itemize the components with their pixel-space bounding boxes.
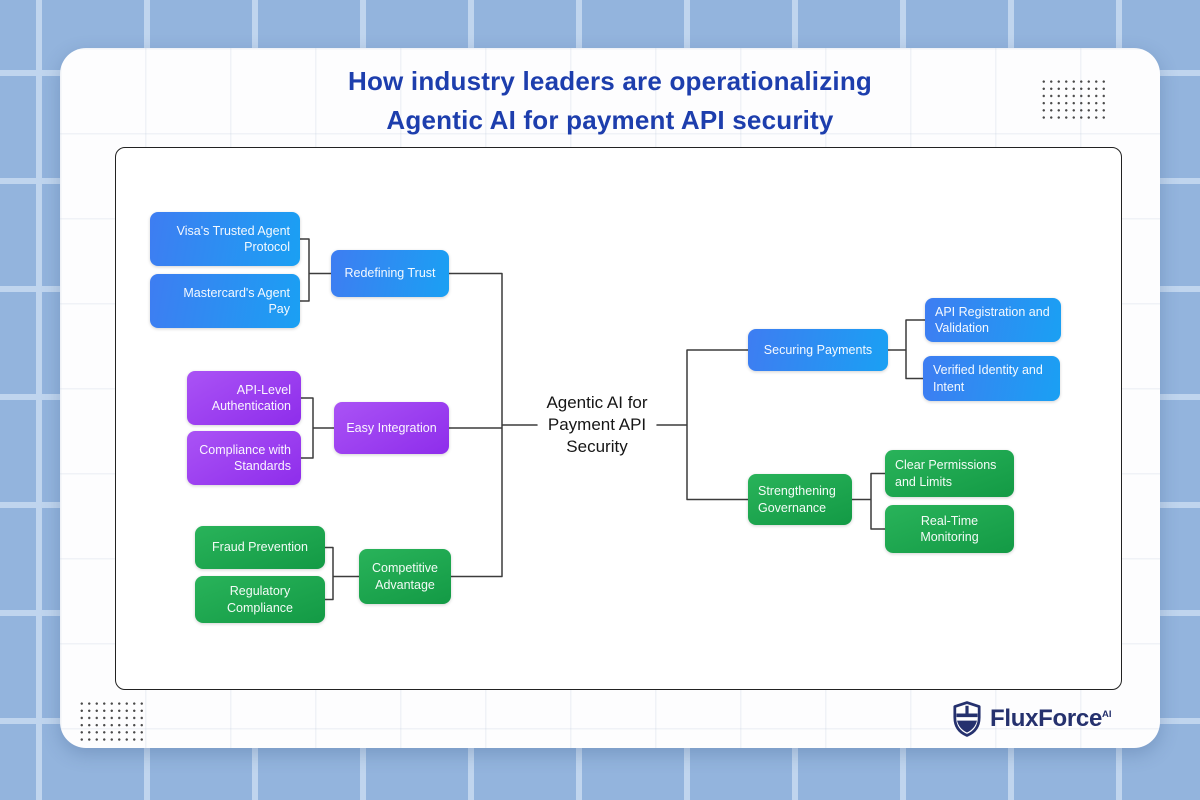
node-label: Easy Integration [346, 420, 437, 435]
node-redefining-trust: Redefining Trust [331, 250, 449, 297]
node-label: Clear Permissions and Limits [895, 458, 997, 489]
mindmap-frame: Agentic AI for Payment API Security Visa… [115, 147, 1122, 690]
node-regulatory-compliance: Regulatory Compliance [195, 576, 325, 623]
connector-blue-right-bracket [887, 319, 926, 380]
shield-icon [953, 701, 981, 737]
node-label: Visa's Trusted Agent Protocol [176, 223, 290, 254]
node-visa-trusted-agent-protocol: Visa's Trusted Agent Protocol [150, 212, 300, 266]
node-label: API-Level Authentication [211, 382, 291, 413]
node-easy-integration: Easy Integration [334, 402, 449, 454]
page-title-line1: How industry leaders are operationalizin… [348, 66, 872, 96]
node-label: Mastercard's Agent Pay [183, 285, 290, 316]
connector-green-left-bracket [324, 546, 360, 601]
page-title: How industry leaders are operationalizin… [60, 62, 1160, 140]
node-api-registration-validation: API Registration and Validation [925, 298, 1061, 342]
node-label: Strengthening Governance [758, 484, 836, 515]
node-label: Securing Payments [763, 342, 873, 357]
dot-grid-decoration-bottom-left [78, 700, 146, 742]
node-label: Competitive Advantage [372, 561, 438, 592]
node-label: Redefining Trust [344, 266, 436, 281]
connector-green-right-bracket [851, 472, 886, 530]
node-mastercard-agent-pay: Mastercard's Agent Pay [150, 274, 300, 328]
node-real-time-monitoring: Real-Time Monitoring [885, 505, 1014, 553]
node-label: API Registration and Validation [935, 304, 1050, 335]
node-securing-payments: Securing Payments [748, 329, 888, 371]
dot-grid-decoration-top-right [1040, 78, 1108, 120]
brand-logo: FluxForceAI [952, 696, 1112, 742]
node-label: Verified Identity and Intent [933, 363, 1043, 394]
node-label: Real-Time Monitoring [920, 513, 979, 544]
connector-right-spine [656, 349, 749, 501]
node-clear-permissions-limits: Clear Permissions and Limits [885, 450, 1014, 497]
center-node-agentic-ai: Agentic AI for Payment API Security [546, 392, 648, 457]
node-compliance-with-standards: Compliance with Standards [187, 431, 301, 485]
brand-suffix: AI [1102, 709, 1112, 720]
node-fraud-prevention: Fraud Prevention [195, 526, 325, 569]
node-api-level-authentication: API-Level Authentication [187, 371, 301, 425]
infographic-card: How industry leaders are operationalizin… [60, 48, 1160, 748]
connector-lines [299, 238, 926, 601]
node-label: Regulatory Compliance [226, 584, 293, 615]
connector-blue-left-bracket [299, 238, 332, 302]
connector-purple-left-bracket [300, 397, 335, 459]
node-label: Compliance with Standards [199, 442, 291, 473]
brand-name: FluxForceAI [990, 705, 1112, 732]
page-title-line2: Agentic AI for payment API security [386, 105, 834, 135]
node-competitive-advantage: Competitive Advantage [359, 549, 451, 604]
connector-left-spine [448, 272, 538, 578]
node-label: Fraud Prevention [212, 540, 308, 555]
node-verified-identity-intent: Verified Identity and Intent [923, 356, 1060, 401]
node-strengthening-governance: Strengthening Governance [748, 474, 852, 525]
